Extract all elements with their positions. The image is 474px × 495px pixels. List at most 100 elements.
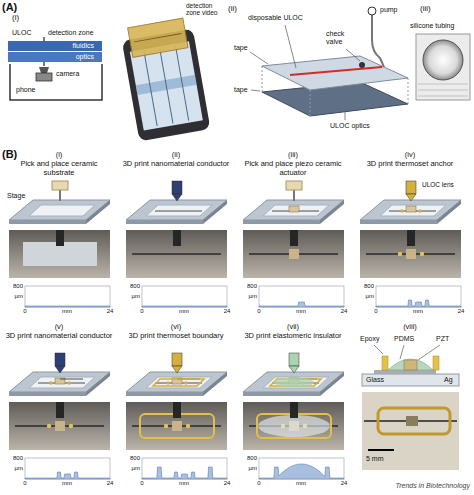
uloc-exploded-view <box>250 7 408 120</box>
axis-tick: 0 <box>257 308 260 315</box>
thermoset-boundary <box>270 379 321 386</box>
step-title: 3D print nanomaterial conductor <box>4 332 114 341</box>
axis-tick: 800 <box>247 283 257 290</box>
leader-line <box>250 52 268 64</box>
part-label: camera <box>56 70 79 78</box>
assembly-guide <box>408 78 409 104</box>
inset-frame <box>416 34 470 100</box>
axis-tick: 24 <box>107 308 114 315</box>
height-profile <box>376 300 461 307</box>
axis-unit: mm <box>296 308 306 315</box>
height-profile <box>259 302 344 307</box>
nozzle-tip <box>55 366 65 373</box>
nozzle-tip <box>406 194 416 201</box>
part-label: Glass <box>366 376 384 384</box>
part-label: tape <box>234 86 248 94</box>
glass-layer <box>362 374 459 386</box>
glass-substrate <box>380 205 446 216</box>
print-nozzle <box>289 353 299 366</box>
height-profile <box>25 306 110 307</box>
stage-top <box>243 200 344 220</box>
thermoset-anchor <box>67 381 71 385</box>
leader-line <box>418 345 440 360</box>
part-label: silicone tubing <box>410 22 472 30</box>
fabrication-step-art <box>126 181 227 307</box>
leader-line <box>251 90 260 91</box>
epoxy-wall <box>433 356 439 370</box>
stage-front <box>9 392 86 396</box>
profile-frame <box>376 286 461 307</box>
axis-unit: µm <box>15 465 23 472</box>
print-nozzle <box>406 181 416 194</box>
photo-boundary <box>378 408 450 434</box>
stage-side <box>86 372 110 396</box>
axis-tick: 0 <box>23 308 26 315</box>
screen-channel <box>176 46 189 121</box>
stage-side <box>203 200 227 224</box>
silver-layer <box>374 370 436 374</box>
scale-bar <box>368 449 394 451</box>
credit: Trends in Biotechnology <box>395 482 470 490</box>
grid-line <box>418 90 468 91</box>
phone-photo <box>120 17 211 142</box>
axis-tick: 0 <box>23 480 26 487</box>
scale-label: 5 mm <box>366 455 384 463</box>
step-number: (ii) <box>172 151 180 160</box>
leader-line <box>285 25 296 68</box>
axis-unit: mm <box>179 308 189 315</box>
part-label: pump <box>380 6 398 14</box>
pump-symbol <box>368 7 376 15</box>
profile-frame <box>259 286 344 307</box>
stage-front <box>243 392 320 396</box>
thermoset-boundary <box>153 379 204 386</box>
stage-top <box>243 372 344 392</box>
photo-conductor <box>132 253 221 255</box>
layer-band: fluidics <box>8 41 102 51</box>
axis-unit: µm <box>249 293 257 300</box>
assembly-guide <box>262 66 263 92</box>
step-title: 3D print elastomeric insulator <box>238 332 348 341</box>
panel-a-art <box>10 17 210 142</box>
silicone-tube <box>372 15 384 67</box>
profile-frame <box>142 458 227 479</box>
glass-substrate <box>29 205 95 216</box>
part-label: check valve <box>326 30 360 46</box>
axis-tick: 800 <box>13 455 23 462</box>
pzt-actuator <box>406 206 416 212</box>
pzt-block <box>404 360 417 370</box>
axis-tick: 24 <box>224 308 231 315</box>
photo-anchor <box>398 252 402 256</box>
lens-image <box>423 40 463 80</box>
axis-tick: 0 <box>140 480 143 487</box>
camera-body <box>36 73 52 81</box>
profile-frame <box>25 286 110 307</box>
device-photo <box>362 392 459 470</box>
part-label: PZT <box>436 335 449 343</box>
stage-side <box>320 372 344 396</box>
glass-substrate <box>146 377 212 388</box>
step-title: 3D print nanomaterial conductor <box>121 160 231 169</box>
pick-head <box>52 181 68 190</box>
axis-unit: µm <box>132 293 140 300</box>
step-title: Pick and place piezo ceramic actuator <box>238 160 348 177</box>
band-label: fluidics <box>73 41 94 51</box>
leader-line <box>345 112 346 120</box>
glass-substrate <box>263 377 329 388</box>
axis-unit: mm <box>413 308 423 315</box>
assembly-guide <box>310 90 311 116</box>
stage-side <box>203 372 227 396</box>
thermoset-anchor <box>49 381 53 385</box>
pdms-dome <box>388 359 433 370</box>
detection-zone-mark <box>43 62 44 66</box>
photo-pzt <box>172 421 182 431</box>
stage-top <box>9 372 110 392</box>
print-nozzle <box>172 353 182 366</box>
fabrication-step-art <box>360 181 461 307</box>
axis-tick: 24 <box>107 480 114 487</box>
part-label: PDMS <box>394 335 414 343</box>
stage-front <box>243 220 320 224</box>
stage-front <box>126 220 203 224</box>
stage-front <box>360 220 437 224</box>
stage-top <box>126 372 227 392</box>
